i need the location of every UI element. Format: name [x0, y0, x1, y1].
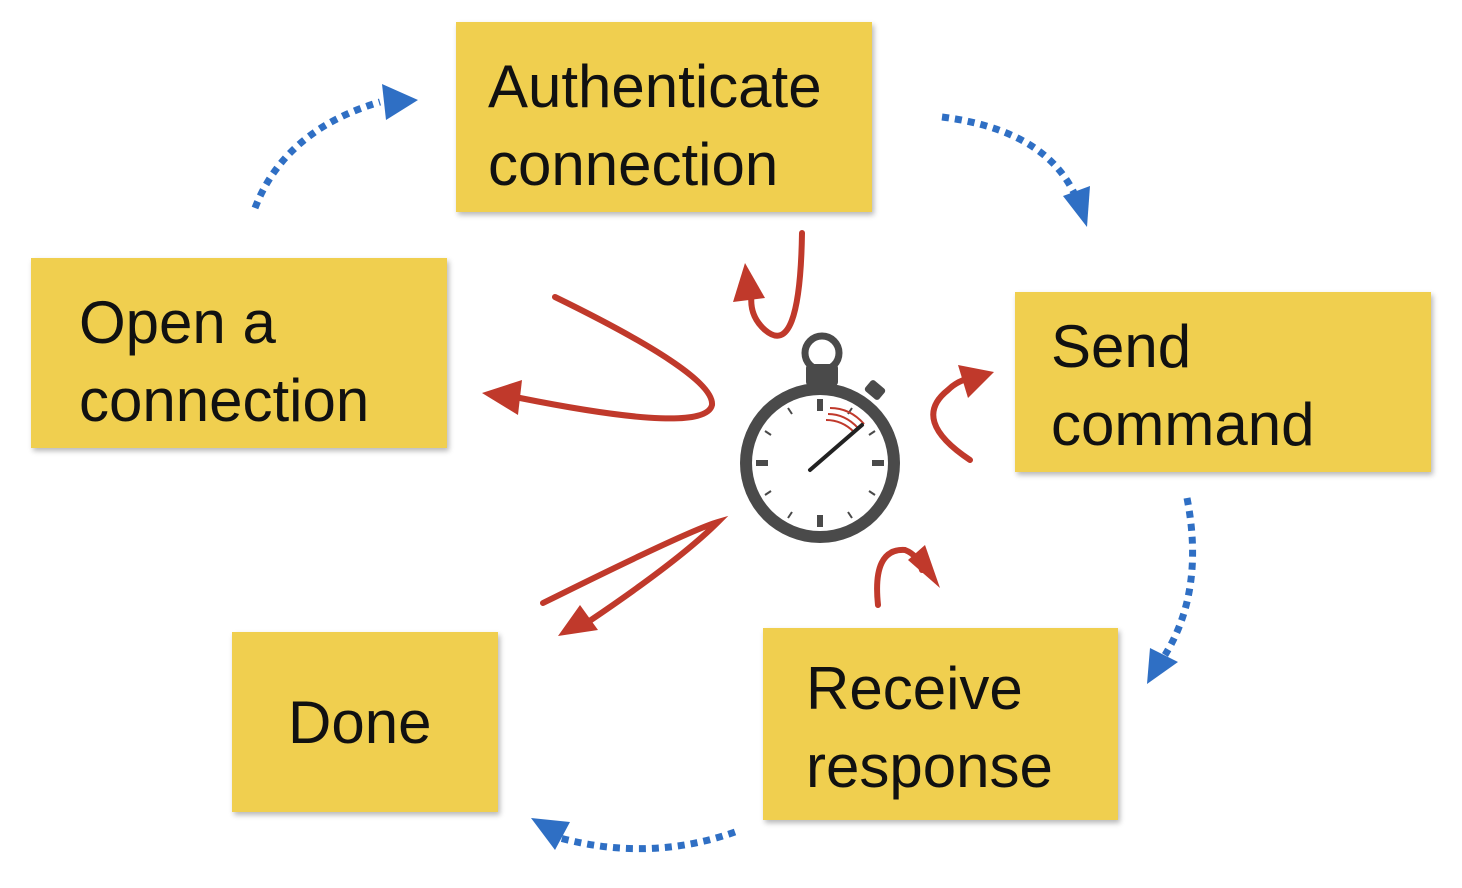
- flow-arrow-open-to-auth: [251, 98, 381, 210]
- step-authenticate-line-1: Authenticate: [488, 53, 822, 120]
- timeout-arrowhead-done: [558, 605, 598, 636]
- timeout-arrow-done: [540, 515, 729, 625]
- timeout-arrowhead-auth: [733, 263, 765, 302]
- flow-arrowhead-3: [1147, 648, 1178, 684]
- timeout-arrowhead-open: [482, 380, 522, 415]
- flow-arrowhead-2: [1063, 186, 1090, 227]
- flow-arrow-receive-to-done: [559, 828, 737, 853]
- timeout-arrowhead-send: [958, 365, 994, 398]
- timeout-arrow-send: [930, 375, 975, 463]
- timeout-arrow-auth: [748, 230, 805, 339]
- timeout-arrow-open: [517, 294, 715, 422]
- flow-arrows: [251, 98, 1197, 853]
- flow-arrowhead-4: [531, 818, 570, 850]
- step-open-line-2: connection: [79, 367, 370, 434]
- step-send-line-2: command: [1051, 391, 1315, 458]
- step-send-line-1: Send: [1051, 313, 1192, 380]
- timeout-arrowheads: [482, 263, 994, 636]
- step-receive-line-1: Receive: [806, 655, 1023, 722]
- step-done-line-1: Done: [288, 689, 432, 756]
- timeout-arrowhead-receive: [908, 545, 940, 588]
- step-authenticate-line-2: connection: [488, 131, 779, 198]
- flow-arrow-auth-to-send: [941, 113, 1079, 197]
- flow-arrowheads: [382, 84, 1178, 850]
- step-receive-response: Receive response: [763, 628, 1118, 820]
- stopwatch-icon: [740, 332, 900, 543]
- step-open-line-1: Open a: [79, 289, 276, 356]
- step-open-connection: Open a connection: [31, 258, 447, 448]
- step-receive-line-2: response: [806, 733, 1053, 800]
- step-done: Done: [232, 632, 498, 812]
- step-authenticate-connection: Authenticate connection: [456, 22, 872, 212]
- step-send-command: Send command: [1015, 292, 1431, 472]
- flow-arrowhead-1: [382, 84, 418, 120]
- flow-arrow-send-to-receive: [1162, 497, 1197, 657]
